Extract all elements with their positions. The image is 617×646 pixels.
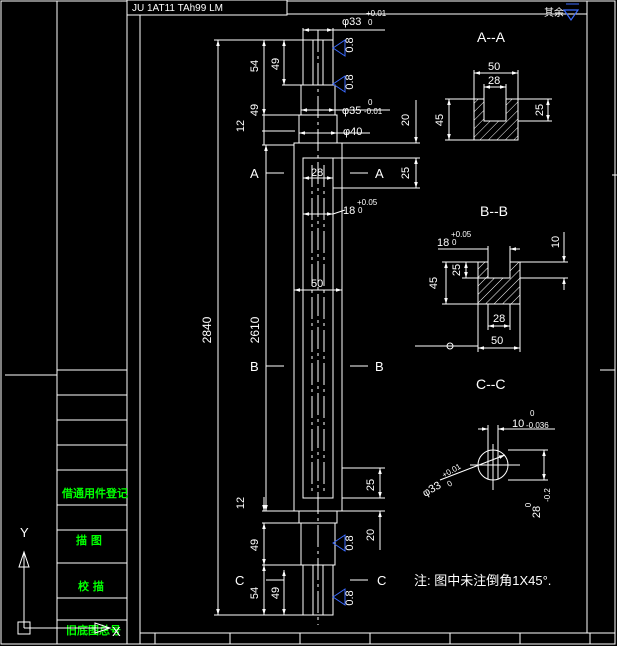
section-cc-w10: 10 <box>512 418 524 430</box>
dim-12-bottom: 12 <box>235 497 247 509</box>
section-aa-w50: 50 <box>488 61 500 73</box>
section-bb-k18: 18 <box>437 237 449 249</box>
left-panel-row3: 校 描 <box>78 579 104 593</box>
roughness-value-4: 0.8 <box>344 590 356 605</box>
section-bb-h10: 10 <box>550 236 562 248</box>
section-mark-c-right: C <box>377 573 386 588</box>
dim-28: 28 <box>311 167 323 179</box>
section-cc-h28: 28 <box>531 506 543 518</box>
title-strip-text: JU 1AT11 TAh99 LM <box>132 3 223 14</box>
section-bb-h25: 25 <box>451 264 463 276</box>
dim-d33-tol-up: +0.01 <box>366 9 387 18</box>
section-cc-w10-tol-lo: -0.036 <box>526 421 549 430</box>
section-mark-a-right: A <box>375 166 384 181</box>
dim-25-top: 25 <box>400 167 412 179</box>
dim-49-bottom: 49 <box>249 539 261 551</box>
section-bb-title: B--B <box>480 203 508 219</box>
section-bb-h45: 45 <box>428 277 440 289</box>
section-mark-lines <box>266 172 368 581</box>
dim-49-top-inner: 49 <box>270 58 282 70</box>
dim-12-top: 12 <box>235 120 247 132</box>
section-bb-k18-tol-lo: 0 <box>452 238 457 247</box>
other-surfaces-label: 其余 <box>544 6 564 19</box>
ucs-y-label: Y <box>20 525 29 540</box>
section-cc-d33-tol-up: +0.01 <box>441 462 464 480</box>
dim-49-bottom-inner: 49 <box>270 587 282 599</box>
dim-50: 50 <box>311 278 323 290</box>
dim-d33-tol-lo: 0 <box>368 18 373 27</box>
dim-18-tol-up: +0.05 <box>357 198 378 207</box>
dim-d40: φ40 <box>343 126 362 138</box>
dim-18-tol-lo: 0 <box>358 206 363 215</box>
dim-25-bottom: 25 <box>365 479 377 491</box>
section-mark-b-left: B <box>250 359 259 374</box>
section-aa-title: A--A <box>477 29 506 45</box>
dim-49-top: 49 <box>249 104 261 116</box>
title-strip <box>126 0 288 16</box>
section-mark-b-right: B <box>375 359 384 374</box>
section-bb-w50: 50 <box>491 335 503 347</box>
vertical-dims-bottom <box>262 467 385 615</box>
dim-18: 18 <box>343 205 355 217</box>
dim-54-bottom: 54 <box>249 587 261 599</box>
dim-2610: 2610 <box>248 316 262 343</box>
ucs-icon <box>17 550 112 635</box>
left-panel-row1: 借通用件登记 <box>61 486 128 500</box>
vertical-dims-right-top <box>333 100 420 189</box>
dim-d35-tol-up: 0 <box>368 98 373 107</box>
dim-d33: φ33 <box>342 16 361 28</box>
vertical-dims-left-top <box>262 39 303 145</box>
section-cc-h28-tol-up: 0 <box>524 502 533 507</box>
roughness-icon <box>562 9 580 22</box>
dim-54-top: 54 <box>249 60 261 72</box>
section-mark-c-left: C <box>235 573 244 588</box>
section-cc-w10-tol-up: 0 <box>530 409 535 418</box>
section-bb-w28: 28 <box>493 313 505 325</box>
section-bb-k18-tol-up: +0.05 <box>451 230 472 239</box>
diameter-dims-top <box>299 28 390 135</box>
dim-20-top: 20 <box>400 114 412 126</box>
chamfer-note: 注: 图中未注倒角1X45°. <box>414 573 551 588</box>
section-aa-h45: 45 <box>434 114 446 126</box>
section-cc-d33: φ33 <box>421 480 444 500</box>
ucs-x-label: X <box>112 624 121 639</box>
section-aa-view <box>445 70 552 141</box>
section-mark-a-left: A <box>250 166 259 181</box>
section-cc-view <box>439 425 555 490</box>
section-bb-view <box>415 232 568 352</box>
left-panel-row4: 旧底图总号 <box>66 623 121 637</box>
section-cc-h28-tol-lo: -0.2 <box>543 488 552 502</box>
dim-d35: φ35 <box>342 105 361 117</box>
roughness-marks <box>332 39 346 606</box>
width-dims-body <box>294 176 346 292</box>
left-panel-row2: 描 图 <box>76 533 102 547</box>
roughness-value-1: 0.8 <box>344 37 356 52</box>
section-aa-w28: 28 <box>488 75 500 87</box>
dim-d35-tol-lo: -0.01 <box>364 107 383 116</box>
dim-2840: 2840 <box>200 316 214 343</box>
roughness-value-2: 0.8 <box>344 74 356 89</box>
shaft-center-lines <box>311 30 325 625</box>
dim-20-bottom: 20 <box>365 529 377 541</box>
roughness-value-3: 0.8 <box>344 535 356 550</box>
section-aa-h25: 25 <box>534 104 546 116</box>
section-cc-d33-tol-lo: 0 <box>446 478 455 488</box>
section-cc-title: C--C <box>476 376 506 392</box>
